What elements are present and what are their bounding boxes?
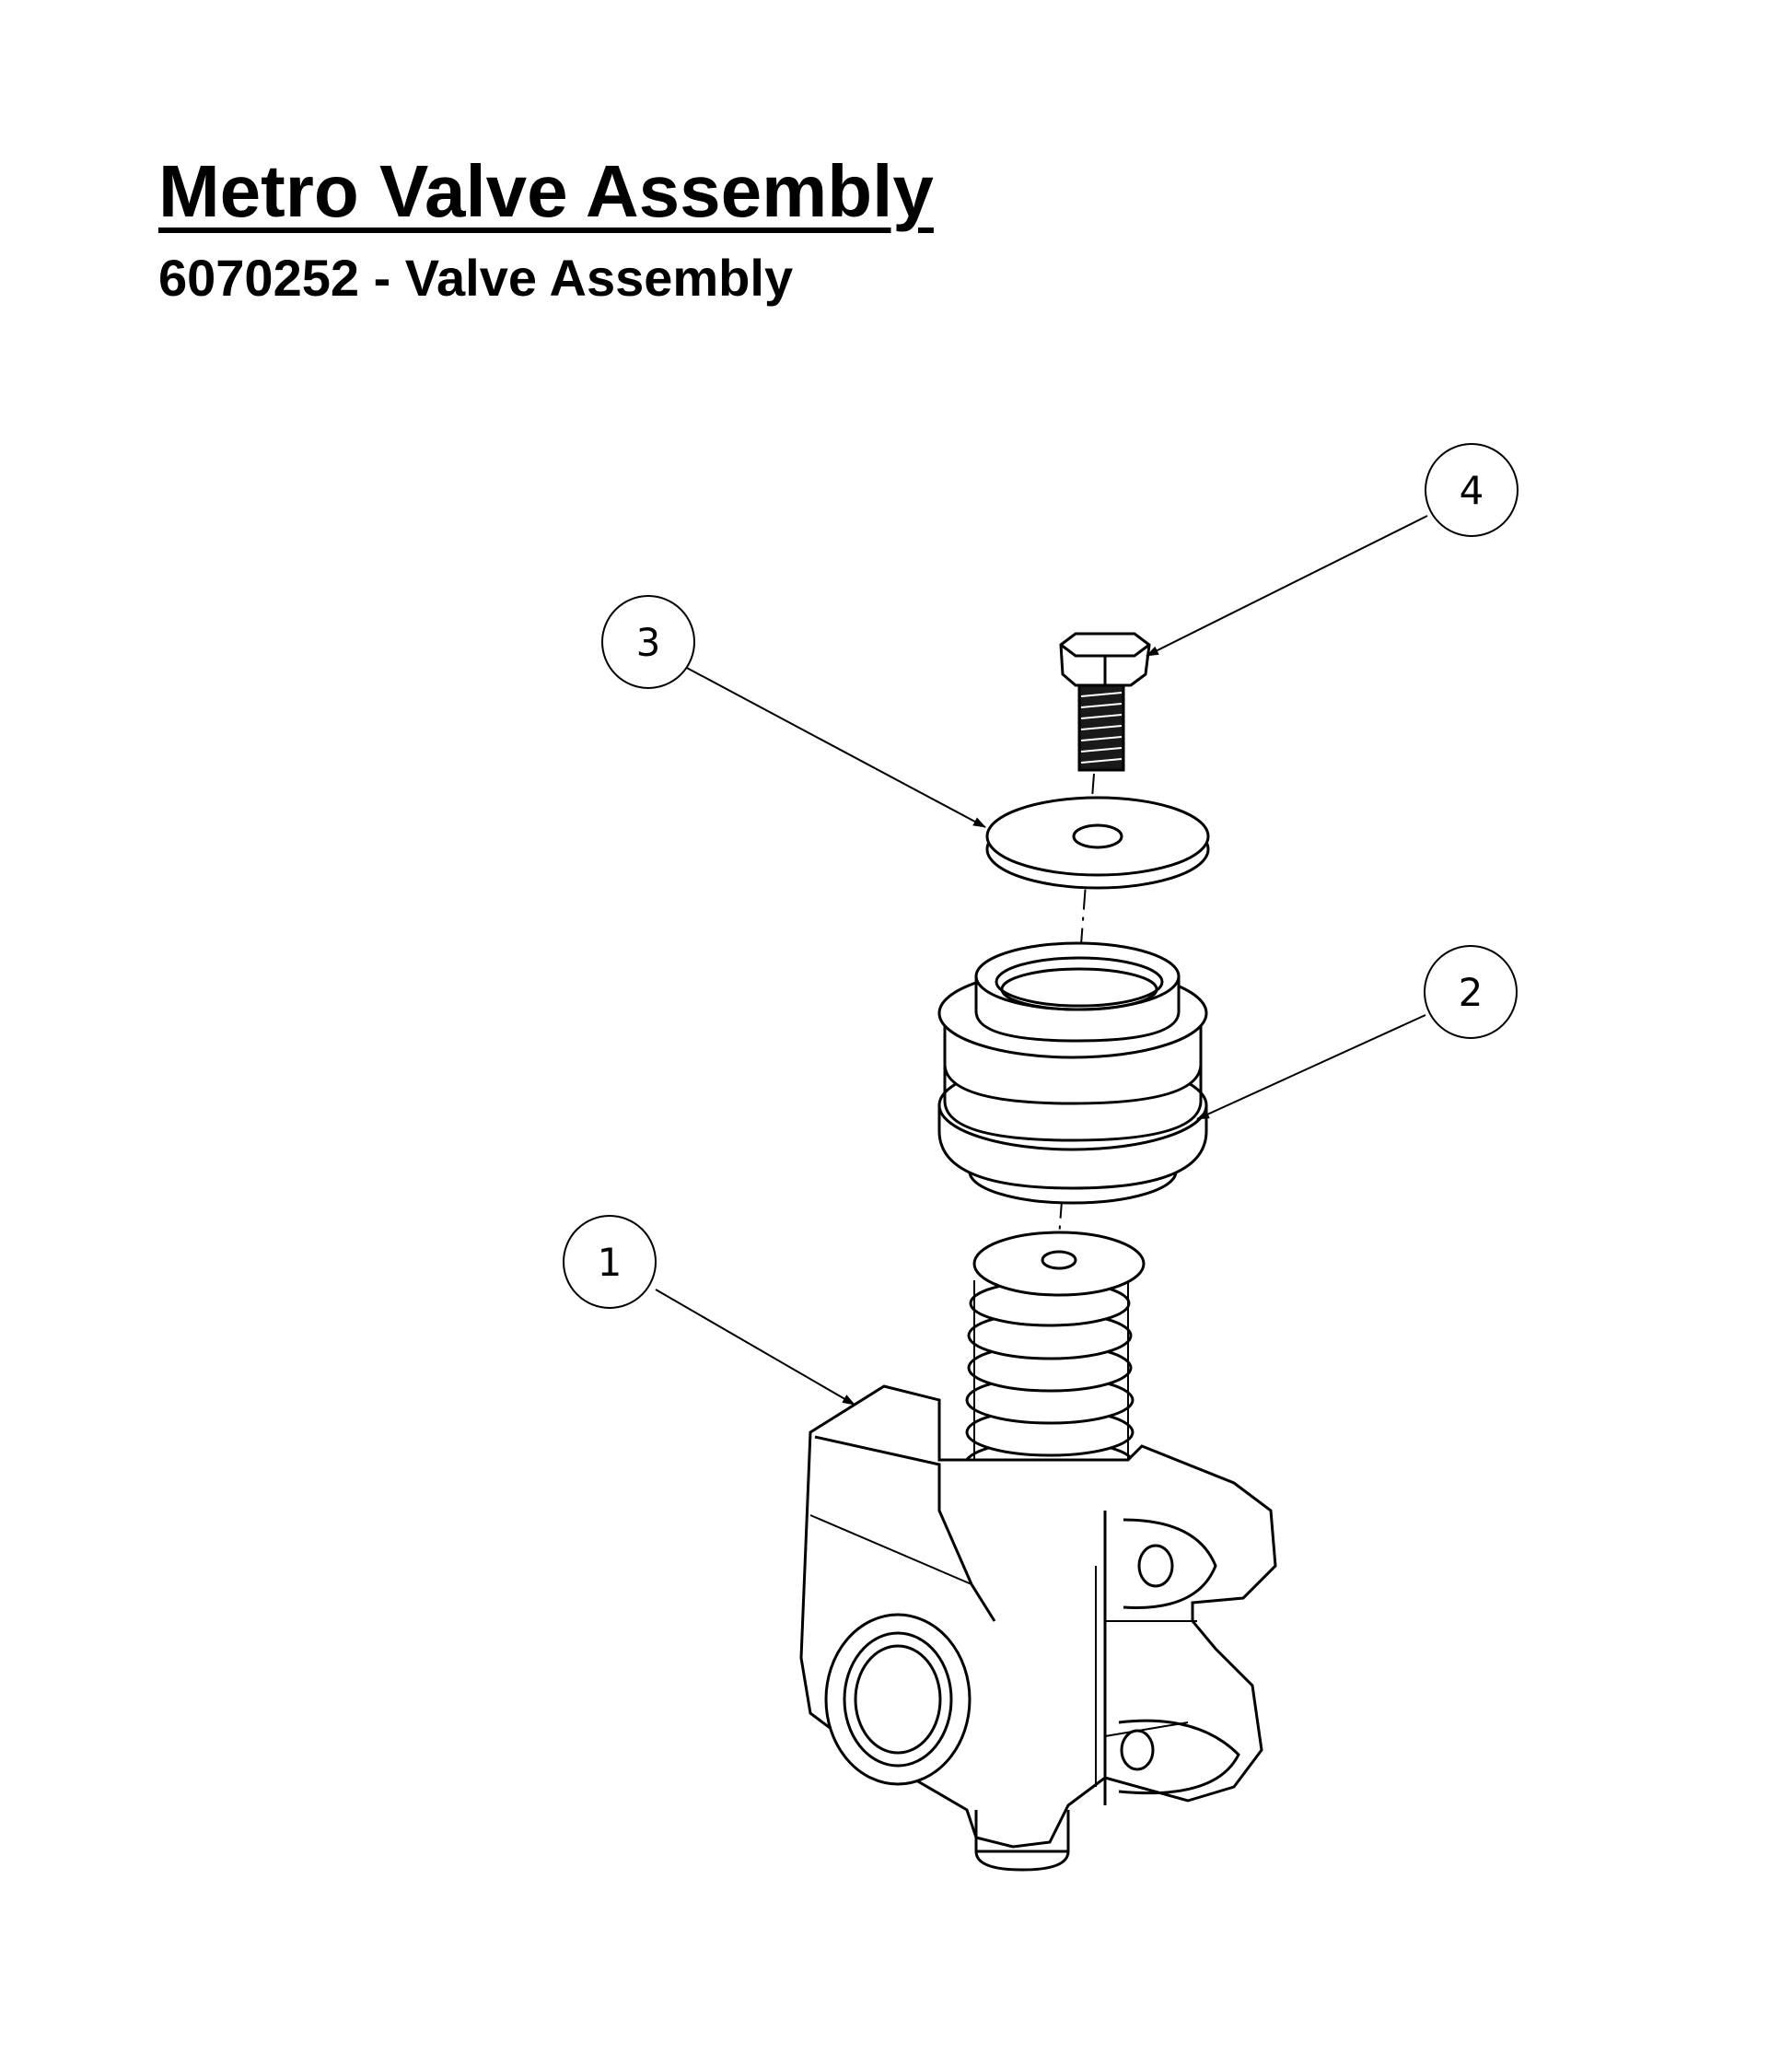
part-number-subtitle: 6070252 - Valve Assembly	[158, 249, 794, 307]
valve-body-part	[799, 1384, 1277, 1872]
spring-part	[956, 1231, 1146, 1512]
callout-balloon-4: 4	[1425, 443, 1519, 537]
callout-number-1: 1	[598, 1240, 623, 1285]
callout-balloon-1: 1	[563, 1215, 657, 1309]
page-title: Metro Valve Assembly	[158, 150, 934, 232]
hex-bolt-part	[1059, 632, 1151, 772]
valve-seat-cup-part	[937, 941, 1208, 1205]
callout-number-3: 3	[636, 620, 661, 665]
leader-line-3	[682, 665, 986, 828]
callout-balloon-2: 2	[1424, 945, 1518, 1039]
leader-line-1	[655, 1289, 855, 1406]
leader-line-2	[1196, 1014, 1426, 1120]
callout-number-2: 2	[1459, 970, 1484, 1015]
washer-part	[985, 796, 1210, 890]
leader-line-4	[1146, 515, 1428, 657]
callout-number-4: 4	[1460, 468, 1484, 513]
callout-balloon-3: 3	[601, 595, 695, 689]
